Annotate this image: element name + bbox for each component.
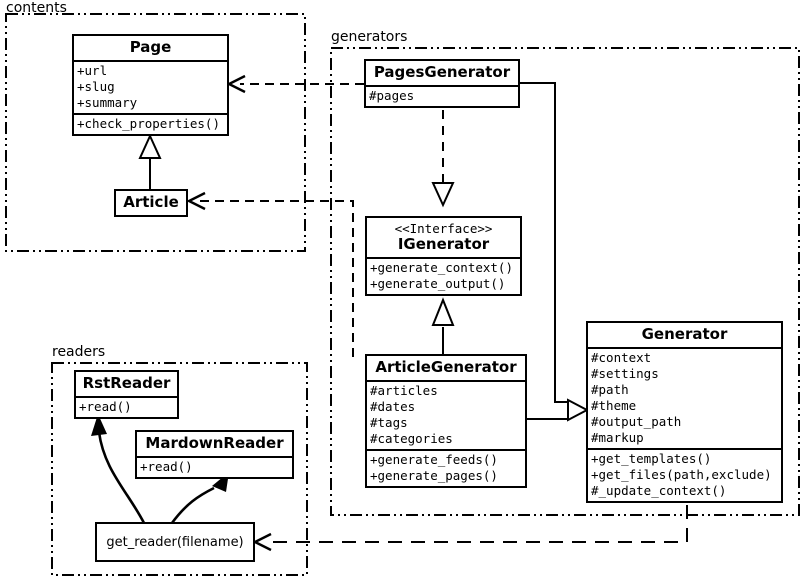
class-methods-page: +check_properties() (74, 113, 227, 134)
package-label-contents: contents (6, 0, 67, 16)
class-box-article[interactable]: Article (114, 189, 188, 217)
connector-articlegenerator-igenerator (431, 297, 455, 355)
class-attributes-pagesgenerator: #pages (366, 85, 518, 106)
attribute-row: #pages (369, 88, 415, 103)
class-attributes-articlegenerator: #articles #dates #tags #categories (367, 380, 525, 449)
method-row: +generate_feeds() (370, 452, 498, 467)
class-name-page: Page (129, 38, 172, 56)
connector-article-page (138, 133, 162, 190)
class-methods-igenerator: +generate_context() +generate_output() (367, 257, 520, 294)
method-row: +get_templates() (591, 451, 712, 466)
class-name-mardownreader: MardownReader (145, 434, 284, 452)
class-box-rstreader[interactable]: RstReader +read() (74, 370, 179, 419)
attribute-row: +url (77, 63, 108, 78)
function-box-get-reader[interactable]: get_reader(filename) (95, 522, 255, 562)
attribute-row: #output_path (591, 414, 682, 429)
class-attributes-page: +url +slug +summary (74, 60, 227, 113)
method-row: +generate_context() (370, 260, 513, 275)
package-label-readers: readers (52, 344, 106, 360)
method-row: +generate_pages() (370, 468, 498, 483)
package-frame-contents (5, 13, 306, 252)
package-label-generators: generators (331, 29, 408, 45)
attribute-row: #tags (370, 415, 408, 430)
class-methods-articlegenerator: +generate_feeds() +generate_pages() (367, 449, 525, 486)
connector-getreader-rstreader (91, 414, 146, 524)
attribute-row: +slug (77, 79, 115, 94)
package-frame-generators (330, 47, 800, 516)
class-name-articlegenerator: ArticleGenerator (375, 358, 517, 376)
class-methods-generator: +get_templates() +get_files(path,exclude… (588, 448, 781, 501)
attribute-row: #categories (370, 431, 453, 446)
connector-pagesgenerator-generator (520, 82, 590, 422)
attribute-row: #markup (591, 430, 644, 445)
attribute-row: #theme (591, 398, 637, 413)
attribute-row: #settings (591, 366, 659, 381)
class-name-pagesgenerator: PagesGenerator (373, 63, 511, 81)
attribute-row: #dates (370, 399, 416, 414)
stereotype-interface: <<Interface>> (394, 221, 493, 236)
attribute-row: #path (591, 382, 629, 397)
method-row: +read() (79, 399, 132, 414)
connector-pagesgenerator-page (226, 74, 364, 94)
class-header-igenerator: <<Interface>> IGenerator (367, 218, 520, 257)
class-box-mardownreader[interactable]: MardownReader +read() (135, 430, 294, 479)
function-label-get-reader: get_reader(filename) (106, 534, 244, 550)
class-attributes-generator: #context #settings #path #theme #output_… (588, 347, 781, 448)
class-methods-mardownreader: +read() (137, 456, 292, 477)
class-name-article: Article (123, 193, 179, 211)
attribute-row: #articles (370, 383, 438, 398)
attribute-row: #context (591, 350, 652, 365)
package-frame-readers (51, 362, 308, 576)
connector-pagesgenerator-igenerator (431, 110, 455, 208)
method-row: +get_files(path,exclude) (591, 467, 772, 482)
connector-generator-getreader (252, 505, 688, 552)
method-row: +generate_output() (370, 276, 506, 291)
method-row: +check_properties() (77, 116, 220, 131)
class-box-generator[interactable]: Generator #context #settings #path #them… (586, 321, 783, 503)
class-box-page[interactable]: Page +url +slug +summary +check_properti… (72, 34, 229, 136)
class-box-igenerator[interactable]: <<Interface>> IGenerator +generate_conte… (365, 216, 522, 296)
class-box-pagesgenerator[interactable]: PagesGenerator #pages (364, 59, 520, 108)
class-name-igenerator: IGenerator (397, 235, 490, 253)
class-name-rstreader: RstReader (82, 374, 171, 392)
attribute-row: +summary (77, 95, 138, 110)
class-methods-rstreader: +read() (76, 396, 177, 417)
class-box-articlegenerator[interactable]: ArticleGenerator #articles #dates #tags … (365, 354, 527, 488)
class-name-generator: Generator (641, 325, 728, 343)
method-row: +read() (140, 459, 193, 474)
connector-getreader-mardownreader (170, 472, 229, 524)
method-row: #_update_context() (591, 483, 727, 498)
connector-articlegenerator-article (186, 191, 354, 357)
